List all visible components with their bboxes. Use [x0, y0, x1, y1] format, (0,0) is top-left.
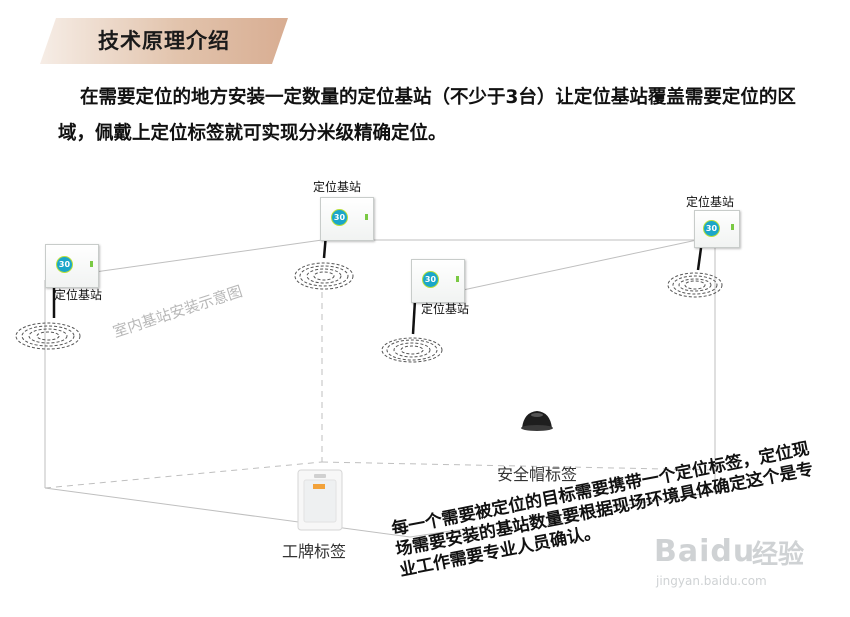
signal-wave-group [667, 272, 723, 298]
jingyan-text: 经验 [752, 540, 805, 570]
signal-wave-group [294, 262, 354, 290]
station-badge: 30 [703, 220, 720, 237]
frame-line [94, 239, 323, 273]
signal-wave-group [381, 337, 443, 363]
status-led [90, 261, 93, 267]
base-station: 30 [45, 244, 99, 288]
signal-wave-group [15, 322, 81, 350]
baidu-brand: Baidu [654, 534, 756, 569]
frame-line [462, 239, 698, 291]
station-label: 定位基站 [686, 195, 735, 209]
page-title: 技术原理介绍 [98, 29, 230, 53]
helmet-tag-device [521, 411, 553, 431]
frame-line [44, 487, 411, 538]
intro-paragraph: 在需要定位的地方安装一定数量的定位基站（不少于3台）让定位基站覆盖需要定位的区域… [58, 87, 796, 144]
frame-line [409, 491, 716, 538]
status-led [456, 276, 459, 282]
signal-waves [15, 262, 723, 363]
station-badge: 30 [56, 256, 73, 273]
station-badge: 30 [331, 209, 348, 226]
base-station: 30 [411, 259, 465, 303]
baidu-watermark: Baidu 经验 jingyan.baidu.com [654, 530, 814, 600]
badge-tag-label: 工牌标签 [282, 542, 347, 561]
watermark-url: jingyan.baidu.com [656, 574, 767, 588]
room-frame [44, 239, 716, 538]
helmet-tag-label: 安全帽标签 [497, 465, 578, 484]
base-station: 30 [694, 210, 740, 248]
antenna [411, 299, 417, 335]
station-badge: 30 [422, 271, 439, 288]
status-led [365, 214, 368, 220]
badge-tag-device [297, 469, 343, 531]
hidden-edge [44, 461, 323, 489]
antenna [696, 247, 703, 271]
title-banner [40, 18, 288, 64]
station-label: 定位基站 [421, 302, 470, 316]
station-label: 定位基站 [54, 288, 103, 302]
station-label: 定位基站 [313, 180, 362, 194]
status-led [731, 224, 734, 230]
base-station: 30 [320, 197, 374, 241]
